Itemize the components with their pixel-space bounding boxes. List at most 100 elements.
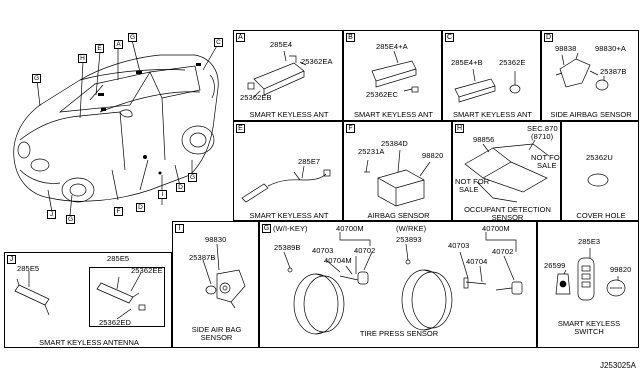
part-number: 25387B bbox=[189, 253, 216, 262]
part-number: 26599 bbox=[544, 261, 566, 270]
part-number: 25362ED bbox=[99, 318, 131, 327]
panel-caption: SMART KEYLESS ANT bbox=[453, 110, 532, 119]
side-airbag-sensor-drawing bbox=[202, 243, 246, 309]
part-number: 25362EE bbox=[131, 266, 163, 275]
part-number: 285E5 bbox=[17, 264, 40, 273]
part-number: 285E3 bbox=[578, 237, 601, 246]
callout-g-left: G bbox=[32, 74, 41, 83]
panel-tag: B bbox=[346, 33, 355, 42]
panel-caption: OCCUPANT DETECTION SENSOR bbox=[464, 205, 551, 222]
occupant-sensor-drawing bbox=[464, 139, 550, 203]
callout-d-right: D bbox=[176, 183, 185, 192]
not-for-sale-note: NOT FOR bbox=[531, 153, 566, 162]
panel-a: A 285E4 25362EA 25362EB SMART KEYLESS AN… bbox=[233, 30, 343, 121]
part-number: 40704M bbox=[324, 256, 352, 265]
inset-box bbox=[89, 267, 165, 327]
callout-g-right: G bbox=[188, 173, 197, 182]
part-number: 285E7 bbox=[298, 157, 321, 166]
callout-f: F bbox=[114, 207, 123, 216]
part-number: 98838 bbox=[555, 44, 577, 53]
panel-smart-keyless-switch: 285E3 26599 99820 SMART KEYLESS SWITCH bbox=[537, 221, 639, 348]
part-number: 40702 bbox=[354, 246, 376, 255]
panel-caption: AIRBAG SENSOR bbox=[367, 211, 430, 220]
panel-c: C 285E4+B 25362E SMART KEYLESS ANT bbox=[442, 30, 541, 121]
antenna-drawing bbox=[14, 271, 146, 320]
part-number: 25362EC bbox=[366, 90, 398, 99]
part-number: 40702 bbox=[492, 247, 514, 256]
part-number: 25362EA bbox=[301, 57, 333, 66]
key-fob-drawing bbox=[555, 248, 626, 301]
panel-d: D 98838 98830+A 25387B SIDE AIRBAG SENSO… bbox=[541, 30, 639, 121]
airbag-sensor-drawing bbox=[555, 52, 609, 91]
antenna-drawing bbox=[454, 68, 521, 103]
callout-c: C bbox=[214, 38, 223, 47]
tire-sensor-drawing bbox=[283, 232, 523, 335]
part-number: 98820 bbox=[422, 151, 444, 160]
part-number: 285E4 bbox=[270, 40, 293, 49]
section-reference: (8710) bbox=[531, 132, 554, 141]
part-number: 40704 bbox=[466, 257, 488, 266]
panel-caption: SMART KEYLESS SWITCH bbox=[557, 319, 621, 336]
diagram-reference-code: J253025A bbox=[599, 361, 636, 370]
part-number: 25362E bbox=[499, 58, 526, 67]
panel-f: F 25384D 25231A 98820 AIRBAG SENSOR bbox=[343, 121, 452, 221]
callout-a: A bbox=[114, 40, 123, 49]
panel-caption: TIRE PRESS SENSOR bbox=[359, 329, 439, 338]
part-number: 25362U bbox=[586, 153, 613, 162]
part-number: 40703 bbox=[448, 241, 470, 250]
callout-d-low: D bbox=[136, 203, 145, 212]
antenna-drawing bbox=[371, 50, 419, 93]
panel-h: H 98856 SEC.870 (8710) NOT FOR SALE NOT … bbox=[452, 121, 565, 222]
panel-tag: C bbox=[445, 33, 454, 42]
panel-caption: COVER HOLE bbox=[576, 211, 626, 220]
panel-tag: J bbox=[7, 255, 16, 264]
panel-i: I 98830 25387B SIDE AIR BAG SENSOR bbox=[172, 221, 259, 348]
part-number: 285E4+B bbox=[451, 58, 483, 67]
callout-g-bottom: G bbox=[66, 215, 75, 224]
variant-label: (W/I-KEY) bbox=[273, 224, 308, 233]
not-for-sale-note: NOT FOR bbox=[455, 177, 490, 186]
panel-tag: E bbox=[236, 124, 245, 133]
part-number: 285E5 bbox=[107, 254, 130, 263]
part-number: 25362EB bbox=[240, 93, 272, 102]
panel-caption: SMART KEYLESS ANTENNA bbox=[39, 338, 139, 347]
part-number: 25231A bbox=[358, 147, 385, 156]
panel-caption: SMART KEYLESS ANT bbox=[249, 211, 329, 220]
part-number: 40703 bbox=[312, 246, 334, 255]
panel-caption: SIDE AIRBAG SENSOR bbox=[550, 110, 632, 119]
part-number: 98830 bbox=[205, 235, 227, 244]
part-number: 40700M bbox=[482, 224, 510, 233]
panel-caption: SMART KEYLESS ANT bbox=[249, 110, 329, 119]
antenna-drawing bbox=[241, 165, 331, 203]
part-number: 285E4+A bbox=[376, 42, 408, 51]
section-reference: SEC.870 bbox=[527, 124, 558, 133]
variant-label: (W/RKE) bbox=[396, 224, 427, 233]
panel-caption: SIDE AIR BAG SENSOR bbox=[191, 325, 242, 342]
part-number: 98830+A bbox=[595, 44, 626, 53]
panel-e: E 285E7 SMART KEYLESS ANT bbox=[233, 121, 343, 221]
panel-tag: A bbox=[236, 33, 245, 42]
not-for-sale-note: SALE bbox=[459, 185, 479, 194]
panel-b: B 285E4+A 25362EC SMART KEYLESS ANT bbox=[343, 30, 442, 121]
antenna-drawing bbox=[247, 50, 307, 98]
part-number: 98856 bbox=[473, 135, 495, 144]
panel-tag: F bbox=[346, 124, 355, 133]
callout-g-top: G bbox=[128, 33, 137, 42]
panel-tag: G bbox=[262, 224, 271, 233]
airbag-sensor-drawing bbox=[364, 149, 431, 207]
callout-i: I bbox=[158, 190, 167, 199]
panel-cover-hole: 25362U COVER HOLE bbox=[561, 121, 639, 221]
callout-j: J bbox=[47, 210, 56, 219]
part-number: 25387B bbox=[600, 67, 627, 76]
part-number: 99820 bbox=[610, 265, 632, 274]
panel-tag: I bbox=[175, 224, 184, 233]
cover-hole-drawing bbox=[587, 173, 609, 187]
callout-e: E bbox=[95, 44, 104, 53]
panel-tag: H bbox=[455, 124, 464, 133]
part-number: 253893 bbox=[396, 235, 422, 244]
panel-tag: D bbox=[544, 33, 553, 42]
panel-caption: SMART KEYLESS ANT bbox=[354, 110, 433, 119]
part-number: 40700M bbox=[336, 224, 364, 233]
